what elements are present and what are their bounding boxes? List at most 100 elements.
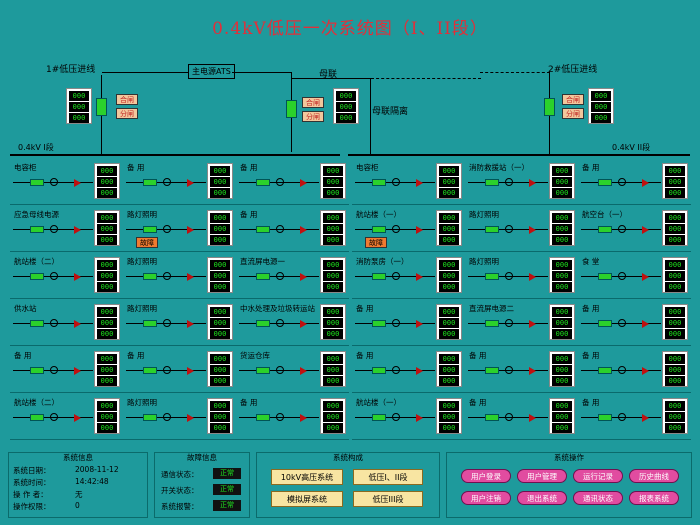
feeder-breaker[interactable] [256,414,270,421]
line2-breaker[interactable] [544,98,555,116]
lv-1-2-button[interactable]: 低压I、II段 [353,469,423,485]
tie-breaker[interactable] [286,100,297,118]
feeder-breaker[interactable] [143,320,157,327]
hv-system-button[interactable]: 10kV高压系统 [271,469,343,485]
feeder-breaker[interactable] [598,226,612,233]
line1-breaker[interactable] [96,98,107,116]
feeder-breaker[interactable] [372,179,386,186]
line1-close-button[interactable]: 合闸 [116,94,138,105]
feeder-breaker[interactable] [598,320,612,327]
line2-close-button[interactable]: 合闸 [562,94,584,105]
tie-iso-label: 母联隔离 [372,107,409,117]
user-login-button[interactable]: 用户登录 [461,469,511,483]
feeder-breaker[interactable] [598,179,612,186]
date-value: 2008-11-12 [75,465,119,474]
feeder-breaker[interactable] [485,226,499,233]
feeder-breaker[interactable] [372,226,386,233]
feeder-breaker[interactable] [598,273,612,280]
line1-open-button[interactable]: 分闸 [116,108,138,119]
feeder-breaker[interactable] [143,226,157,233]
comm-status-button[interactable]: 通讯状态 [573,491,623,505]
feeder-breaker[interactable] [256,179,270,186]
sim-screen-button[interactable]: 模拟屏系统 [271,491,343,507]
feeder-breaker[interactable] [30,367,44,374]
user-manage-button[interactable]: 用户管理 [517,469,567,483]
feeder-breaker[interactable] [598,414,612,421]
tie-open-button[interactable]: 分闸 [302,111,324,122]
feeder-breaker[interactable] [143,367,157,374]
feeder-breaker[interactable] [485,414,499,421]
feeder-breaker[interactable] [256,320,270,327]
feeder-breaker[interactable] [485,367,499,374]
feeder-breaker[interactable] [256,226,270,233]
feeder-breaker[interactable] [143,179,157,186]
feeder-breaker[interactable] [372,273,386,280]
line2-open-button[interactable]: 分闸 [562,108,584,119]
tie-close-button[interactable]: 合闸 [302,97,324,108]
feeder-breaker[interactable] [598,367,612,374]
feeder-breaker[interactable] [485,179,499,186]
feeder-breaker[interactable] [256,367,270,374]
feeder-breaker[interactable] [30,273,44,280]
feeder-breaker[interactable] [372,414,386,421]
feeder-breaker[interactable] [143,414,157,421]
feeder-breaker[interactable] [30,179,44,186]
feeder-name: 货运仓库 [240,351,270,360]
feeder-breaker[interactable] [30,320,44,327]
history-curve-button[interactable]: 历史曲线 [629,469,679,483]
lv-3-button[interactable]: 低压III段 [353,491,423,507]
feeder-breaker[interactable] [485,320,499,327]
exit-system-button[interactable]: 退出系统 [517,491,567,505]
user-logout-button[interactable]: 用户注销 [461,491,511,505]
feeder-breaker[interactable] [372,367,386,374]
arrow-icon [300,273,307,281]
feeder-breaker[interactable] [30,226,44,233]
feeder-breaker[interactable] [30,414,44,421]
feeder-breaker[interactable] [372,320,386,327]
feeder-breaker[interactable] [485,273,499,280]
run-log-button[interactable]: 运行记录 [573,469,623,483]
feeder-breaker[interactable] [256,273,270,280]
report-system-button[interactable]: 报表系统 [629,491,679,505]
feeder-breaker[interactable] [143,273,157,280]
